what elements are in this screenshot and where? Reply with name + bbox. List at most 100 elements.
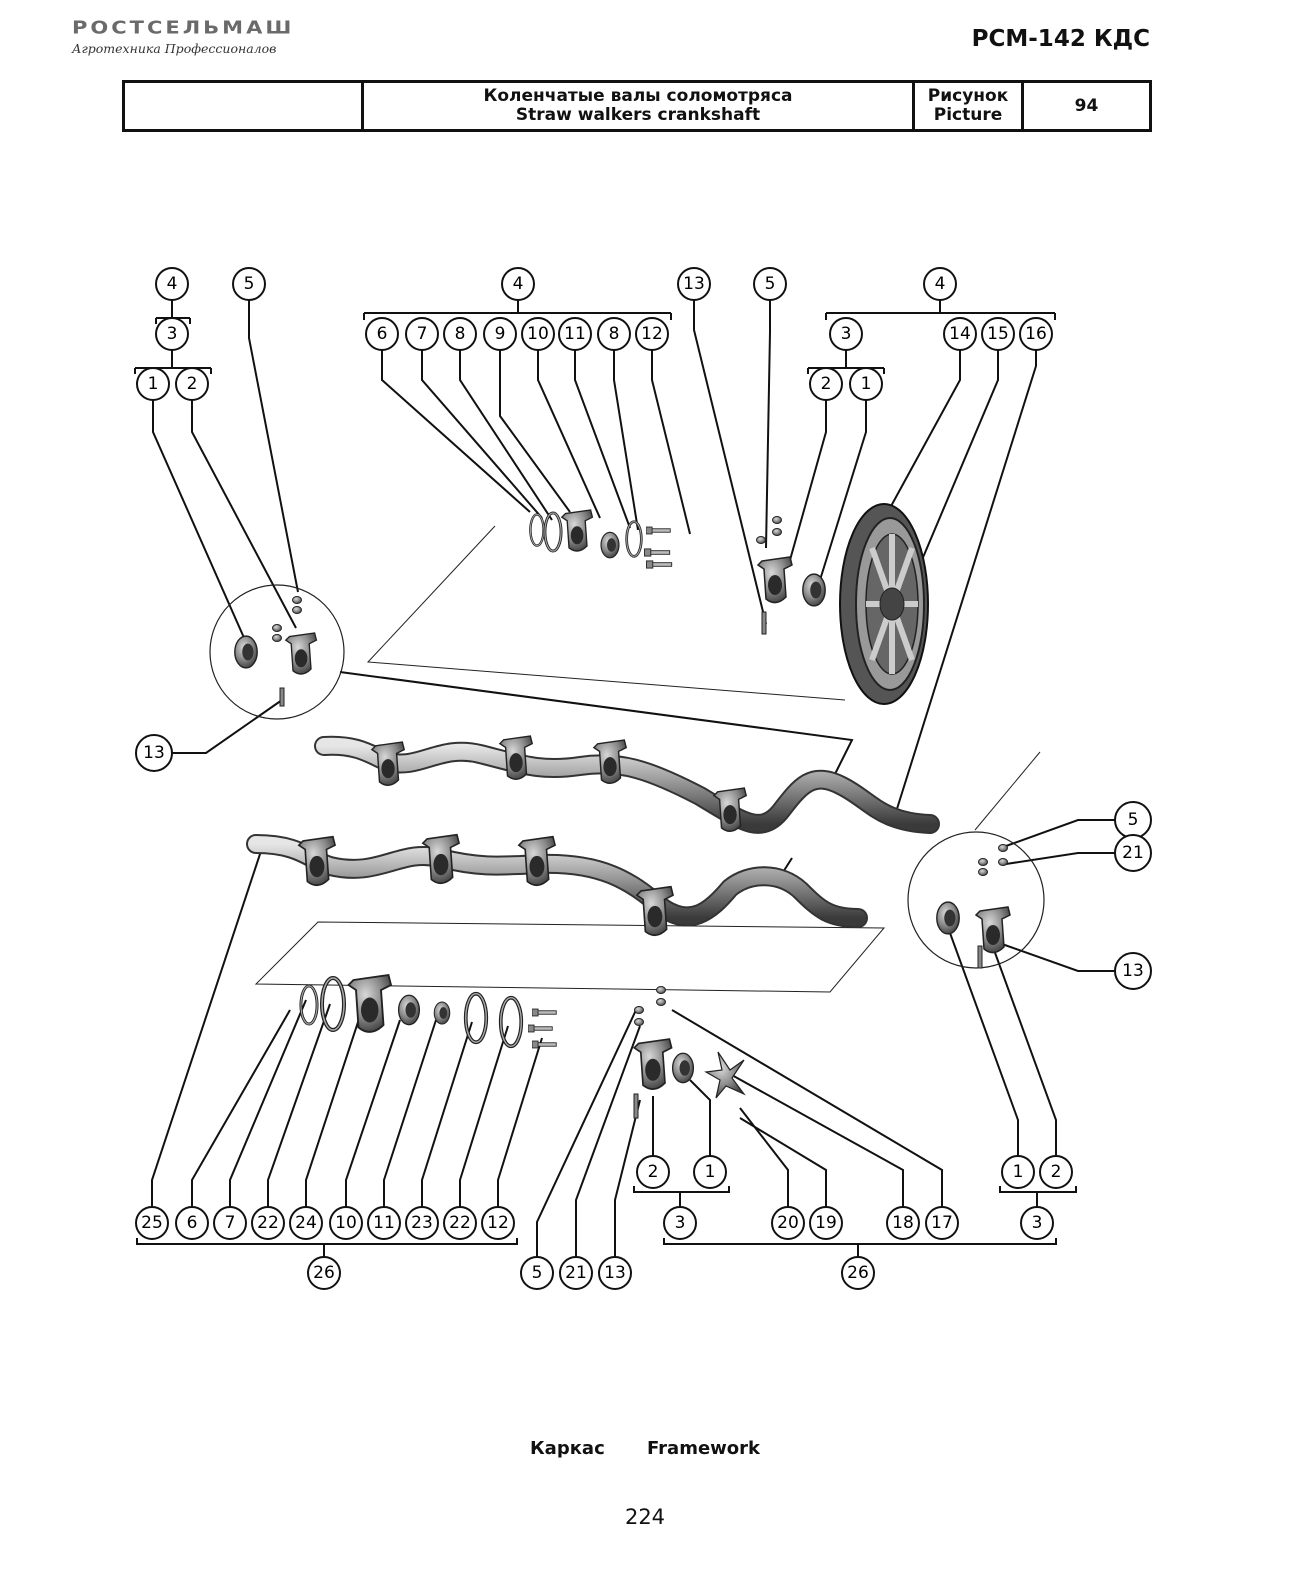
svg-text:21: 21 bbox=[1122, 843, 1144, 863]
callout: 3 bbox=[829, 317, 863, 351]
svg-text:4: 4 bbox=[167, 274, 178, 294]
svg-text:5: 5 bbox=[532, 1263, 543, 1283]
callout: 4 bbox=[501, 267, 535, 301]
svg-text:6: 6 bbox=[187, 1213, 198, 1233]
svg-text:13: 13 bbox=[604, 1263, 626, 1283]
callout: 2 bbox=[1039, 1155, 1073, 1189]
callout: 6 bbox=[175, 1206, 209, 1240]
callout: 3 bbox=[155, 317, 189, 351]
model-name: РСМ-142 КДС bbox=[971, 26, 1150, 52]
callout: 13 bbox=[135, 734, 173, 772]
svg-text:12: 12 bbox=[487, 1213, 509, 1233]
callout: 7 bbox=[405, 317, 439, 351]
title-ru: Коленчатые валы соломотряса bbox=[483, 86, 793, 106]
svg-text:1: 1 bbox=[148, 374, 159, 394]
picture-label-en: Picture bbox=[933, 105, 1003, 125]
callout: 8 bbox=[597, 317, 631, 351]
callout: 2 bbox=[636, 1155, 670, 1189]
svg-text:12: 12 bbox=[641, 324, 663, 344]
callout: 12 bbox=[635, 317, 669, 351]
page-number: 224 bbox=[624, 1505, 666, 1529]
svg-text:3: 3 bbox=[167, 324, 178, 344]
svg-text:26: 26 bbox=[847, 1263, 869, 1283]
svg-text:16: 16 bbox=[1025, 324, 1047, 344]
callout: 3 bbox=[1020, 1206, 1054, 1240]
svg-text:8: 8 bbox=[609, 324, 620, 344]
svg-text:10: 10 bbox=[335, 1213, 357, 1233]
callout: 23 bbox=[405, 1206, 439, 1240]
svg-text:11: 11 bbox=[373, 1213, 395, 1233]
logo-wordmark: РОСТСЕЛЬМАШ bbox=[72, 17, 295, 38]
svg-text:15: 15 bbox=[987, 324, 1009, 344]
svg-text:1: 1 bbox=[705, 1162, 716, 1182]
svg-text:7: 7 bbox=[225, 1213, 236, 1233]
callout: 25 bbox=[135, 1206, 169, 1240]
svg-text:2: 2 bbox=[1051, 1162, 1062, 1182]
svg-text:10: 10 bbox=[527, 324, 549, 344]
title-en: Straw walkers crankshaft bbox=[515, 105, 761, 125]
callout: 21 bbox=[1114, 834, 1152, 872]
svg-text:18: 18 bbox=[892, 1213, 914, 1233]
callout: 21 bbox=[559, 1256, 593, 1290]
title-cell: Коленчатые валы соломотряса Straw walker… bbox=[361, 80, 915, 132]
svg-text:23: 23 bbox=[411, 1213, 433, 1233]
assembly-planes bbox=[254, 525, 1041, 993]
callout: 10 bbox=[329, 1206, 363, 1240]
callout: 6 bbox=[365, 317, 399, 351]
caption-en: Framework bbox=[647, 1438, 761, 1459]
picture-label-cell: Рисунок Picture bbox=[912, 80, 1024, 132]
svg-text:5: 5 bbox=[244, 274, 255, 294]
svg-text:14: 14 bbox=[949, 324, 971, 344]
svg-text:1: 1 bbox=[1013, 1162, 1024, 1182]
svg-text:3: 3 bbox=[841, 324, 852, 344]
callout: 10 bbox=[521, 317, 555, 351]
callout: 1 bbox=[849, 367, 883, 401]
title-block: Коленчатые валы соломотряса Straw walker… bbox=[122, 80, 1152, 132]
caption-ru: Каркас bbox=[529, 1438, 605, 1459]
figure-caption: Каркас Framework bbox=[0, 1438, 1290, 1459]
callout: 15 bbox=[981, 317, 1015, 351]
logo-tagline: Агротехника Профессионалов bbox=[72, 41, 277, 56]
callouts: 4 5 3 1 2 4 6 7 8 9 10 11 8 12 13 5 4 3 … bbox=[135, 267, 1152, 1290]
svg-text:6: 6 bbox=[377, 324, 388, 344]
callout: 19 bbox=[809, 1206, 843, 1240]
svg-text:22: 22 bbox=[257, 1213, 279, 1233]
crankshaft-upper bbox=[314, 735, 940, 834]
callout: 7 bbox=[213, 1206, 247, 1240]
svg-text:1: 1 bbox=[861, 374, 872, 394]
svg-text:13: 13 bbox=[143, 743, 165, 763]
callout: 5 bbox=[753, 267, 787, 301]
svg-text:25: 25 bbox=[141, 1213, 163, 1233]
svg-text:22: 22 bbox=[449, 1213, 471, 1233]
svg-text:5: 5 bbox=[765, 274, 776, 294]
left-detail-circle bbox=[209, 584, 345, 720]
callout: 20 bbox=[771, 1206, 805, 1240]
svg-text:24: 24 bbox=[295, 1213, 317, 1233]
callout: 8 bbox=[443, 317, 477, 351]
svg-text:26: 26 bbox=[313, 1263, 335, 1283]
callout: 3 bbox=[663, 1206, 697, 1240]
callout: 14 bbox=[943, 317, 977, 351]
svg-text:9: 9 bbox=[495, 324, 506, 344]
svg-text:13: 13 bbox=[683, 274, 705, 294]
callout: 17 bbox=[925, 1206, 959, 1240]
svg-text:7: 7 bbox=[417, 324, 428, 344]
callout: 22 bbox=[443, 1206, 477, 1240]
callout: 9 bbox=[483, 317, 517, 351]
loose-parts-right bbox=[936, 844, 1011, 969]
callout: 5 bbox=[520, 1256, 554, 1290]
callout: 22 bbox=[251, 1206, 285, 1240]
detail-circles bbox=[209, 584, 1045, 969]
callout: 4 bbox=[155, 267, 189, 301]
callout: 1 bbox=[136, 367, 170, 401]
svg-text:5: 5 bbox=[1128, 810, 1139, 830]
callout: 11 bbox=[367, 1206, 401, 1240]
svg-text:2: 2 bbox=[187, 374, 198, 394]
callout: 16 bbox=[1019, 317, 1053, 351]
callout: 11 bbox=[558, 317, 592, 351]
svg-text:4: 4 bbox=[513, 274, 524, 294]
crankshaft-lower bbox=[246, 834, 868, 928]
svg-text:4: 4 bbox=[935, 274, 946, 294]
loose-parts-bottom bbox=[299, 974, 746, 1119]
